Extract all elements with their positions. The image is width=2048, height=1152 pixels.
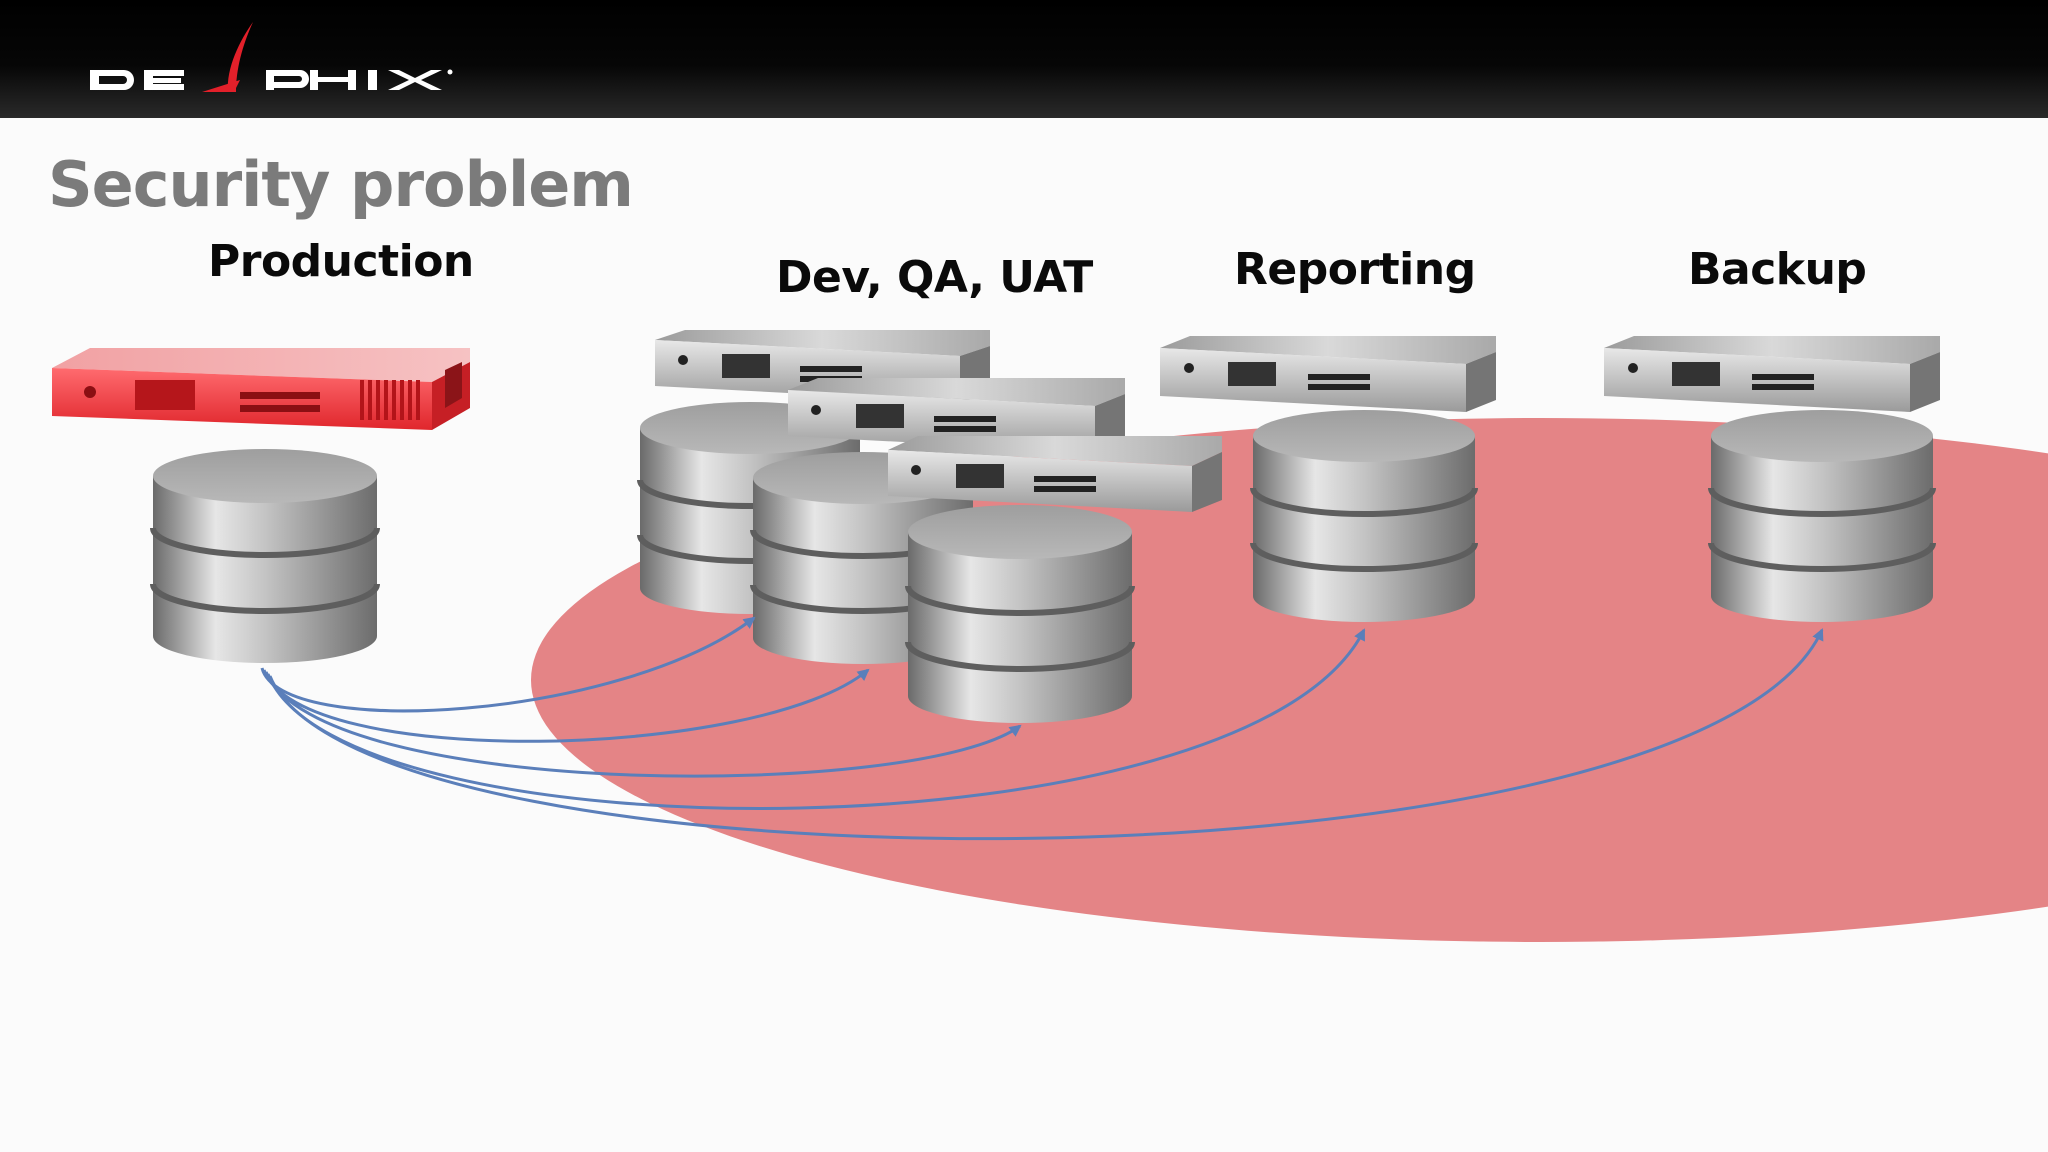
reporting-server-icon	[1160, 336, 1496, 412]
dev-server-3-icon	[888, 436, 1222, 512]
label-production: Production	[208, 236, 474, 287]
delphix-logo	[90, 22, 453, 92]
label-dev-qa-uat: Dev, QA, UAT	[776, 252, 1093, 303]
reporting-database-icon	[1250, 410, 1478, 622]
copy-arrow-backup	[268, 628, 1824, 841]
copy-arrow-dev-2	[262, 668, 870, 743]
production-database-icon	[150, 449, 380, 663]
copy-arrow-dev-3	[264, 671, 1022, 778]
label-backup: Backup	[1688, 244, 1867, 295]
backup-server-icon	[1604, 336, 1940, 412]
label-reporting: Reporting	[1234, 244, 1476, 295]
copy-arrow-reporting	[266, 628, 1366, 810]
slide-title: Security problem	[48, 148, 634, 221]
header-bar	[0, 0, 2048, 118]
dev-database-3-icon	[905, 505, 1135, 723]
production-server-icon	[52, 348, 470, 430]
backup-database-icon	[1708, 410, 1936, 622]
copy-arrow-dev-1	[260, 616, 756, 713]
dev-server-1-icon	[655, 330, 990, 402]
